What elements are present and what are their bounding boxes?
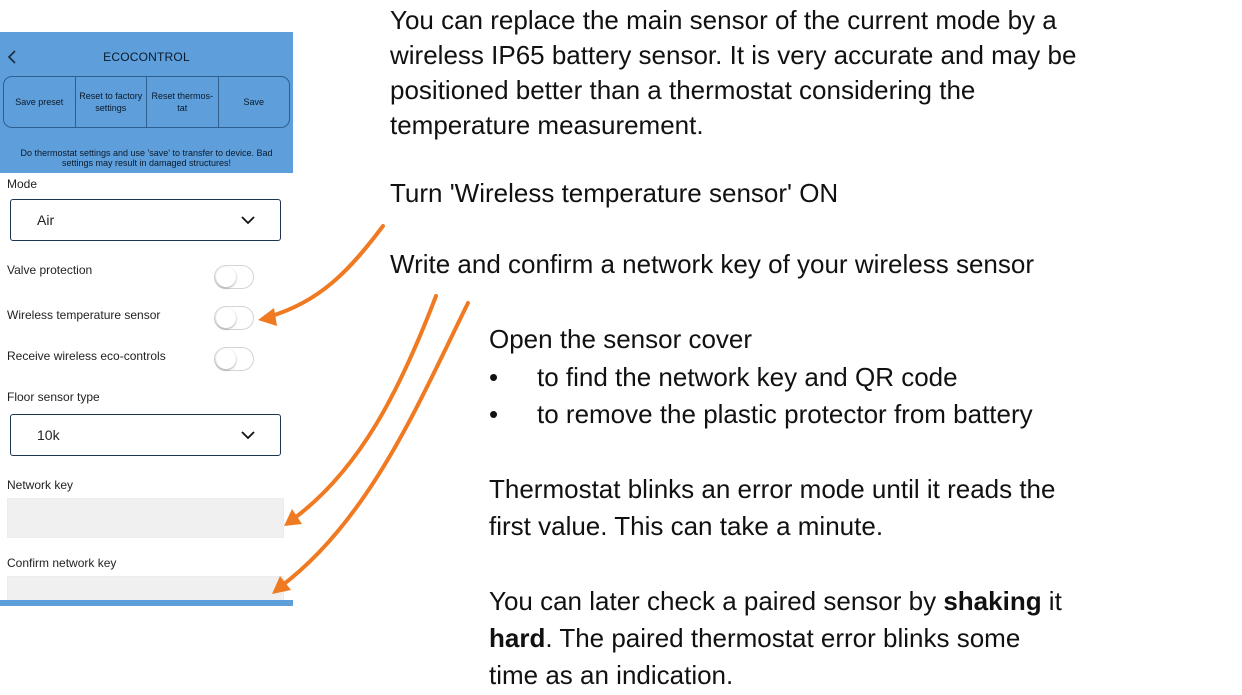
- arrow-to-network-key: [290, 294, 438, 522]
- check-line-2: hard. The paired thermostat error blinks…: [489, 620, 1020, 656]
- eco-controls-label: Receive wireless eco-controls: [7, 349, 166, 363]
- floor-sensor-value: 10k: [37, 427, 60, 443]
- blink-line-2: first value. This can take a minute.: [489, 511, 884, 541]
- wireless-sensor-toggle[interactable]: [214, 306, 254, 330]
- eco-controls-toggle[interactable]: [214, 347, 254, 371]
- chevron-left-icon[interactable]: [6, 48, 22, 68]
- network-key-label: Network key: [7, 478, 74, 492]
- intro-line-3: positioned better than a thermostat cons…: [390, 75, 976, 105]
- reset-thermostat-button[interactable]: Reset thermos-tat: [147, 77, 219, 127]
- bullet-text: to find the network key and QR code: [537, 362, 958, 392]
- header-button-bar: Save preset Reset to factory settings Re…: [3, 76, 290, 128]
- wireless-sensor-label: Wireless temperature sensor: [7, 308, 161, 322]
- check-bold-hard: hard: [489, 623, 546, 653]
- arrow-to-confirm-key: [278, 301, 470, 589]
- check-text: You can later check a paired sensor by: [489, 586, 944, 616]
- bottom-accent-bar: [0, 600, 293, 606]
- intro-line-1: You can replace the main sensor of the c…: [390, 5, 1057, 35]
- check-bold-shaking: shaking: [943, 586, 1042, 616]
- step-network-key: Write and confirm a network key of your …: [390, 249, 1034, 279]
- confirm-key-label: Confirm network key: [7, 556, 117, 570]
- reset-factory-button[interactable]: Reset to factory settings: [76, 77, 147, 127]
- header-warning-note: Do thermostat settings and use 'save' to…: [20, 148, 273, 168]
- bullet-text: to remove the plastic protector from bat…: [537, 399, 1033, 429]
- save-button[interactable]: Save: [243, 97, 264, 107]
- intro-line-4: temperature measurement.: [390, 110, 704, 140]
- check-text: . The paired thermostat error blinks som…: [545, 623, 1021, 653]
- bullet-item: • to remove the plastic protector from b…: [489, 396, 1189, 432]
- app-screenshot: ECOCONTROL Save preset Reset to factory …: [0, 32, 293, 606]
- floor-sensor-select[interactable]: 10k: [10, 414, 281, 456]
- toggle-knob: [216, 308, 236, 328]
- chevron-down-icon: [240, 427, 256, 443]
- mode-select[interactable]: Air: [10, 199, 281, 241]
- blink-line-1: Thermostat blinks an error mode until it…: [489, 474, 1056, 504]
- toggle-knob: [216, 349, 236, 369]
- open-cover-text: Open the sensor cover: [489, 324, 753, 354]
- bullet-item: • to find the network key and QR code: [489, 359, 1189, 395]
- bullet-dot: •: [489, 399, 499, 429]
- app-header: ECOCONTROL Save preset Reset to factory …: [0, 32, 293, 173]
- save-preset-button[interactable]: Save preset: [4, 77, 76, 127]
- network-key-input[interactable]: [7, 498, 284, 538]
- chevron-down-icon: [240, 212, 256, 228]
- step-turn-on: Turn 'Wireless temperature sensor' ON: [390, 178, 839, 208]
- intro-line-2: wireless IP65 battery sensor. It is very…: [390, 40, 1077, 70]
- app-title: ECOCONTROL: [103, 50, 190, 64]
- mode-label: Mode: [7, 177, 38, 191]
- confirm-key-input[interactable]: [7, 576, 284, 602]
- bullet-dot: •: [489, 362, 499, 392]
- check-line-1: You can later check a paired sensor by s…: [489, 583, 1062, 619]
- valve-protection-label: Valve protection: [7, 263, 93, 277]
- check-text: it: [1041, 586, 1062, 616]
- toggle-knob: [216, 267, 236, 287]
- valve-protection-toggle[interactable]: [214, 265, 254, 289]
- check-line-3: time as an indication.: [489, 660, 734, 690]
- mode-select-value: Air: [37, 212, 55, 228]
- floor-sensor-label: Floor sensor type: [7, 390, 100, 404]
